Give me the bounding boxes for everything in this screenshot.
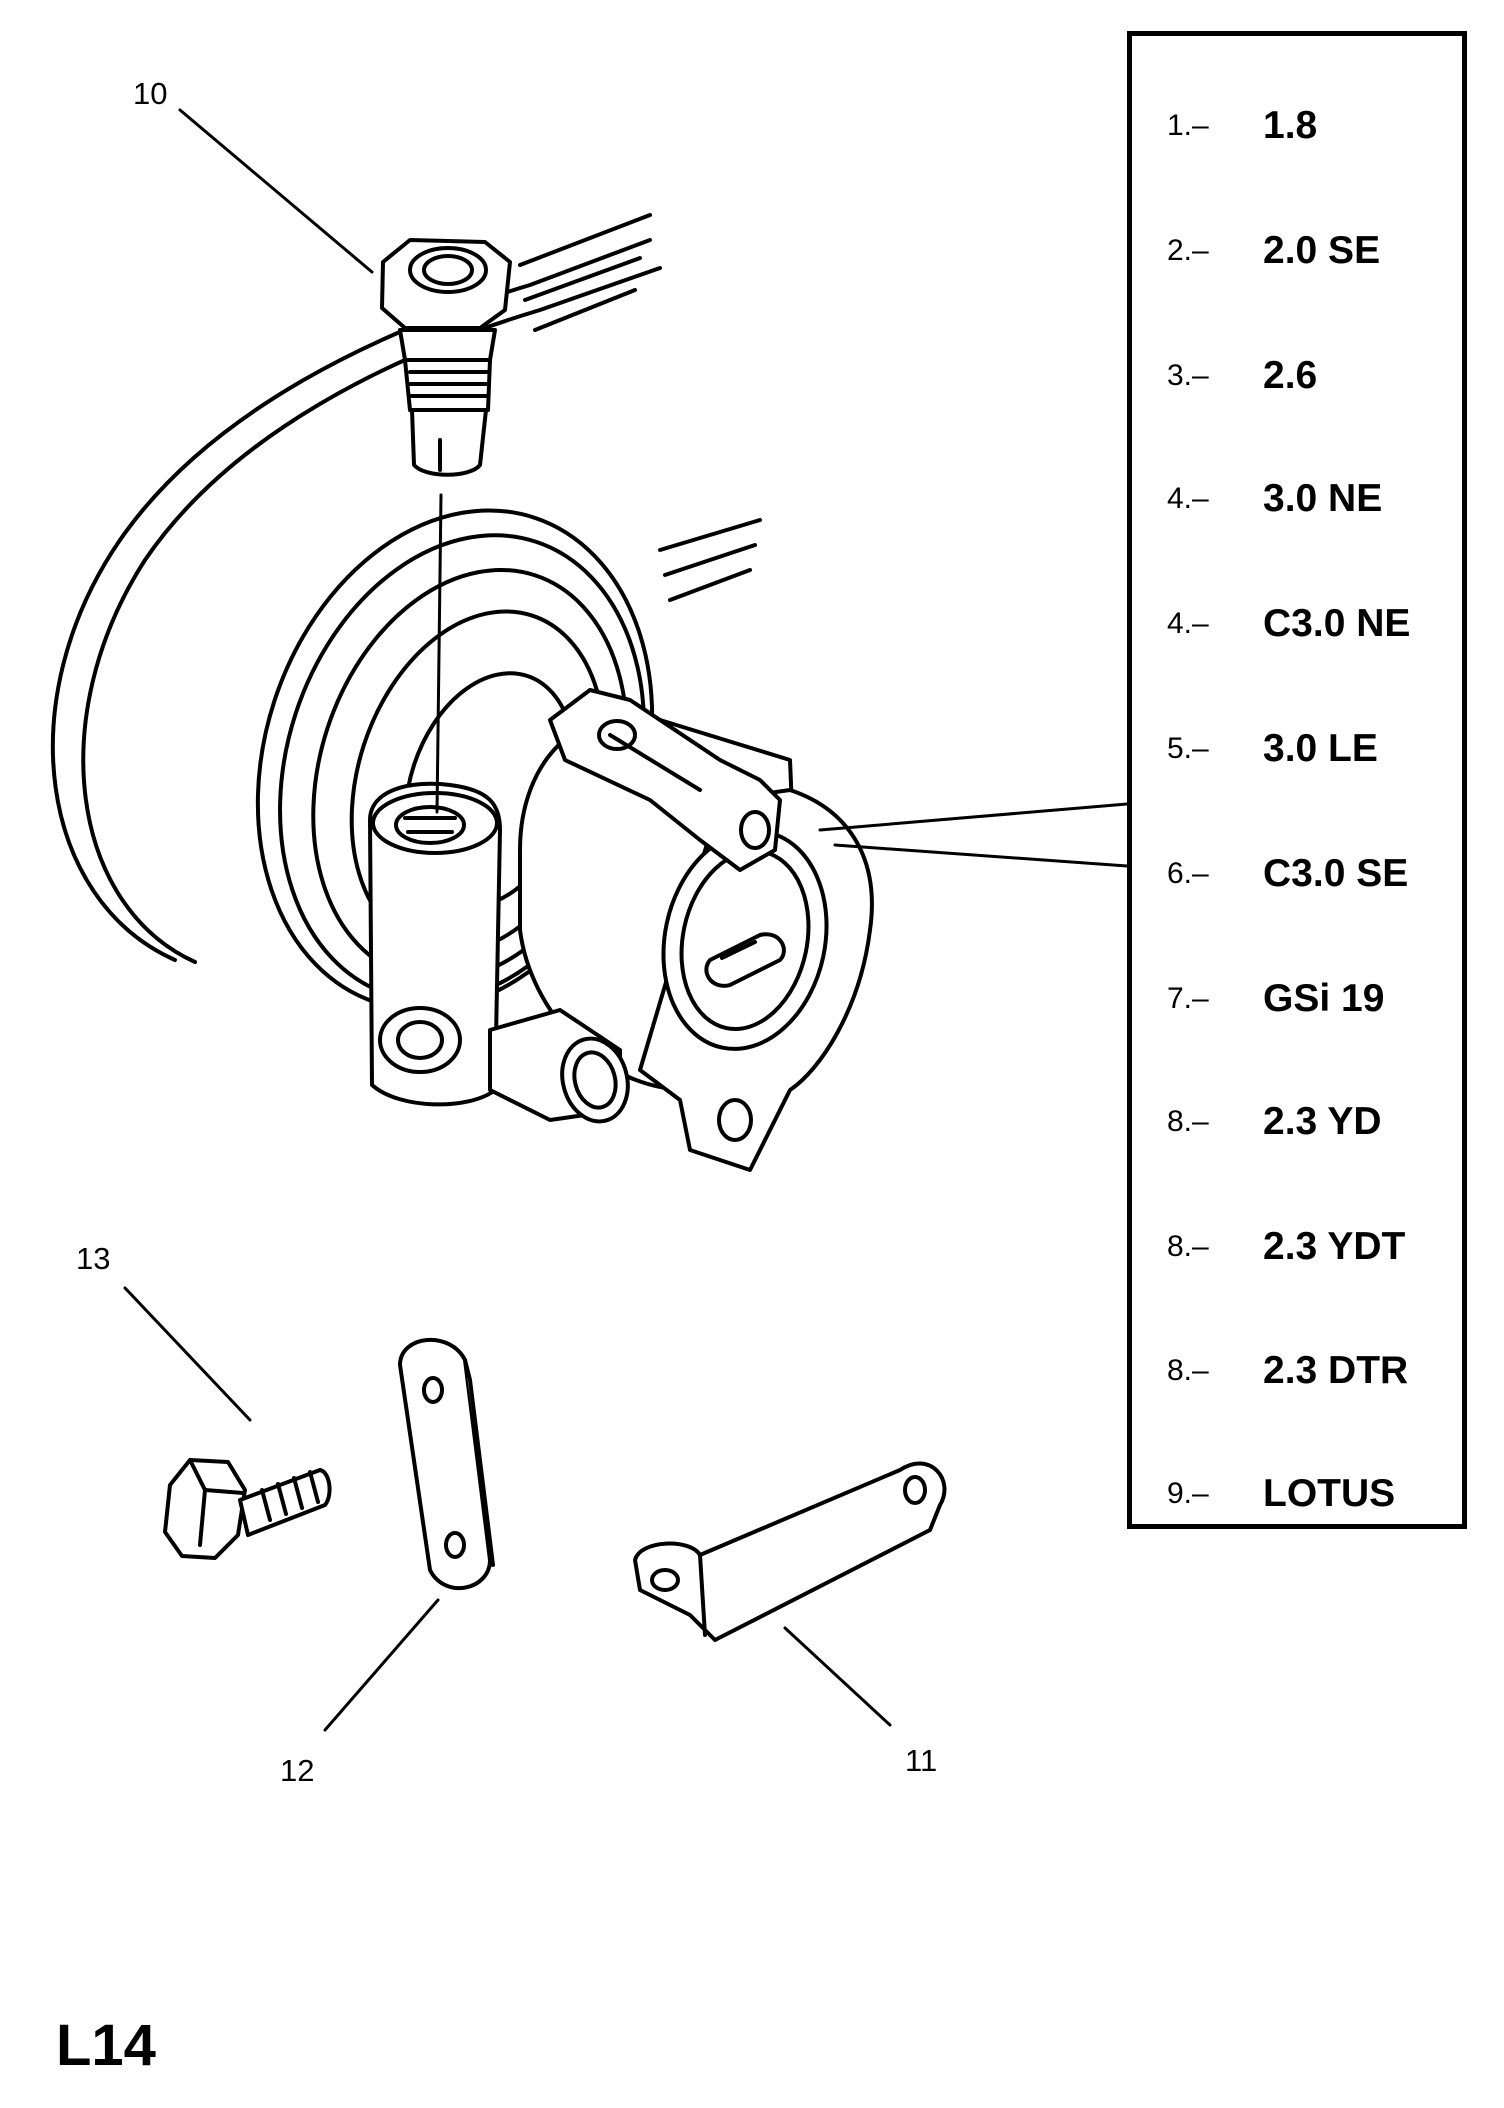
legend-number: 4.– [1167,482,1209,515]
legend-model: C3.0 NE [1263,602,1411,645]
leader-legend-upper [818,802,1129,832]
legend-row: 3.– 2.6 [1167,346,1317,406]
leader-legend-lower [833,843,1129,868]
leader-10 [178,108,374,274]
callout-11: 11 [905,1743,938,1778]
legend-number: 7.– [1167,982,1209,1015]
legend-row: 4.– C3.0 NE [1167,594,1410,654]
legend-model: C3.0 SE [1263,852,1409,895]
legend-row: 8.– 2.3 YD [1167,1092,1382,1152]
legend-row: 5.– 3.0 LE [1167,719,1378,779]
legend-model: GSi 19 [1263,977,1385,1020]
legend-row: 8.– 2.3 YDT [1167,1217,1405,1277]
legend-row: 8.– 2.3 DTR [1167,1341,1408,1401]
legend-row: 1.– 1.8 [1167,96,1317,156]
part-11-bracket [633,1461,947,1642]
legend-number: 8.– [1167,1230,1209,1263]
model-legend: 1.– 1.8 2.– 2.0 SE 3.– 2.6 4.– 3.0 NE 4.… [1127,31,1467,1529]
legend-number: 8.– [1167,1354,1209,1387]
part-10-axis-line [435,493,443,814]
callout-10: 10 [133,76,168,111]
legend-row: 7.– GSi 19 [1167,969,1384,1029]
legend-number: 6.– [1167,857,1209,890]
legend-model: 3.0 NE [1263,477,1383,520]
legend-row: 4.– 3.0 NE [1167,469,1382,529]
legend-row: 6.– C3.0 SE [1167,844,1408,904]
callout-13: 13 [76,1241,111,1276]
callout-12: 12 [280,1753,315,1788]
leader-lines [123,108,1129,1732]
legend-model: 2.6 [1263,354,1318,397]
legend-model: 2.3 YDT [1263,1225,1406,1268]
steering-pump-body [368,688,874,1172]
legend-row: 9.– LOTUS [1167,1464,1395,1524]
page-code: L14 [56,2013,156,2078]
legend-model: 2.0 SE [1263,229,1381,272]
leader-13 [123,1286,252,1422]
legend-number: 1.– [1167,109,1209,142]
part-10-union-fitting [380,238,512,477]
legend-number: 9.– [1167,1477,1209,1510]
part-13-bolt [163,1458,332,1560]
legend-model: 2.3 YD [1263,1100,1382,1143]
legend-number: 5.– [1167,732,1209,765]
part-12-strap [398,1337,495,1590]
legend-model: 2.3 DTR [1263,1349,1409,1392]
legend-number: 2.– [1167,234,1209,267]
legend-number: 8.– [1167,1105,1209,1138]
legend-model: 3.0 LE [1263,727,1378,770]
legend-number: 4.– [1167,607,1209,640]
leader-11 [783,1626,892,1727]
leader-12 [323,1598,440,1732]
legend-model: 1.8 [1263,104,1318,147]
legend-model: LOTUS [1263,1472,1396,1515]
legend-row: 2.– 2.0 SE [1167,221,1380,281]
legend-number: 3.– [1167,359,1209,392]
